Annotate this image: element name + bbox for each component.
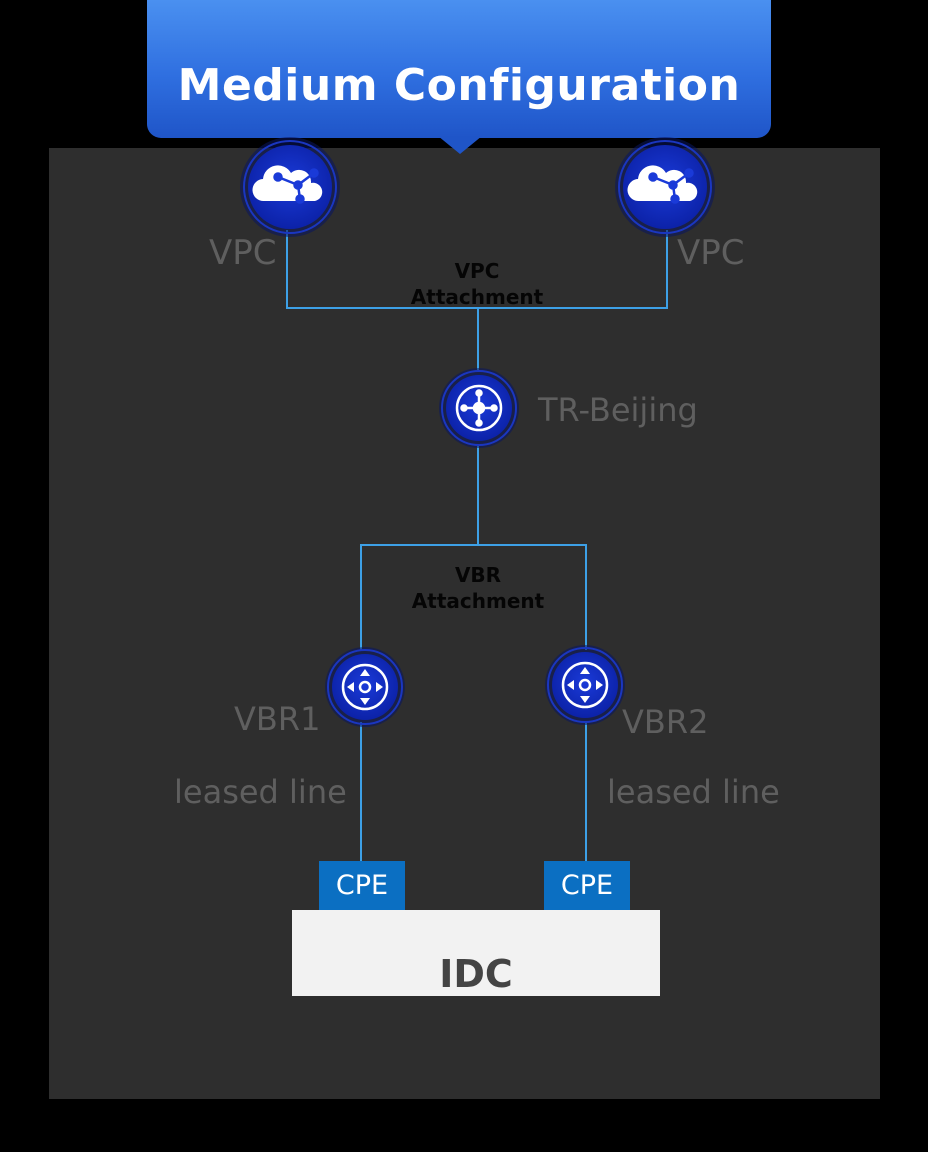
leased-line-left-label: leased line — [174, 773, 347, 811]
vbr-attachment-label: VBR Attachment — [397, 562, 559, 614]
vbr2-connector — [478, 544, 587, 650]
vpc-left-connector — [286, 230, 478, 309]
cpe-left[interactable]: CPE — [319, 861, 405, 911]
transit-router-label: TR-Beijing — [538, 391, 698, 429]
vbr2-node[interactable] — [545, 645, 625, 725]
title-banner: Medium Configuration — [147, 0, 771, 138]
vpc-left-label: VPC — [209, 233, 277, 273]
idc-label: IDC — [439, 952, 513, 996]
vbr2-label: VBR2 — [622, 703, 709, 741]
vbr-attachment-line1: VBR — [454, 563, 502, 587]
vpc-attachment-line2: Attachment — [410, 285, 544, 309]
cloud-network-icon — [627, 165, 698, 204]
cpe-right[interactable]: CPE — [544, 861, 630, 911]
router-icon — [341, 663, 389, 711]
vbr-attachment-line2: Attachment — [411, 589, 545, 613]
vpc-right-connector — [478, 230, 668, 309]
router-icon — [561, 661, 609, 709]
cloud-network-icon — [252, 165, 323, 204]
banner-pointer — [438, 136, 482, 154]
connector-lines — [286, 230, 668, 862]
vbr1-connector — [360, 544, 478, 650]
leased-line-right-label: leased line — [607, 773, 780, 811]
vbr1-node[interactable] — [325, 647, 405, 727]
vpc-node-left[interactable] — [240, 137, 340, 237]
vpc-attachment-line1: VPC — [454, 259, 500, 283]
idc-box[interactable]: IDC — [292, 910, 660, 996]
vbr1-label: VBR1 — [234, 700, 321, 738]
router-icon — [455, 384, 503, 432]
vpc-node-right[interactable] — [615, 137, 715, 237]
vpc-attachment-label: VPC Attachment — [396, 258, 558, 310]
transit-router-node[interactable] — [439, 368, 519, 448]
diagram-title: Medium Configuration — [177, 60, 741, 111]
vpc-right-label: VPC — [677, 233, 745, 273]
